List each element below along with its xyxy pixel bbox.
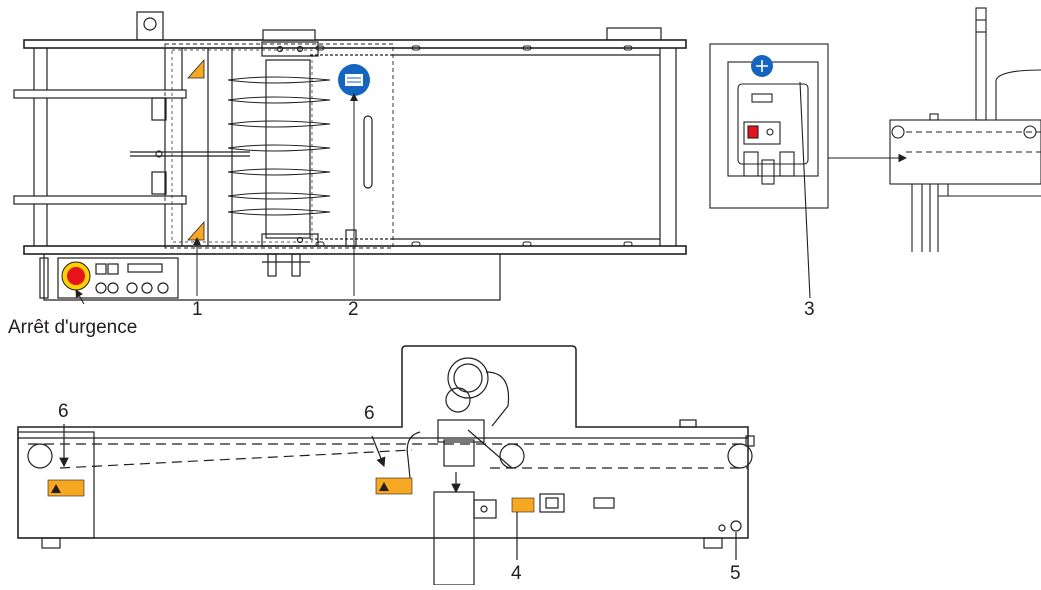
callout-1: 1 — [192, 299, 203, 320]
warning-triangle-icon — [187, 58, 205, 79]
callout-2: 2 — [348, 299, 359, 320]
read-manual-icon — [338, 64, 370, 96]
emergency-stop-label: Arrêt d'urgence — [8, 317, 138, 338]
callout-4: 4 — [511, 563, 522, 584]
callout-6-left: 6 — [58, 401, 69, 422]
emergency-stop-button-icon — [61, 261, 91, 291]
side-partial-view — [889, 7, 1041, 252]
side-view — [17, 345, 755, 586]
power-inlet-detail — [709, 43, 908, 299]
callout-3: 3 — [804, 299, 815, 320]
callout-5: 5 — [730, 563, 741, 584]
warning-label — [375, 477, 413, 495]
top-view — [13, 11, 687, 301]
warning-label — [47, 479, 85, 497]
warning-triangle-icon — [187, 220, 205, 241]
unplug-power-icon — [751, 55, 773, 77]
callout-6-middle: 6 — [364, 403, 375, 424]
warning-label — [511, 497, 535, 513]
